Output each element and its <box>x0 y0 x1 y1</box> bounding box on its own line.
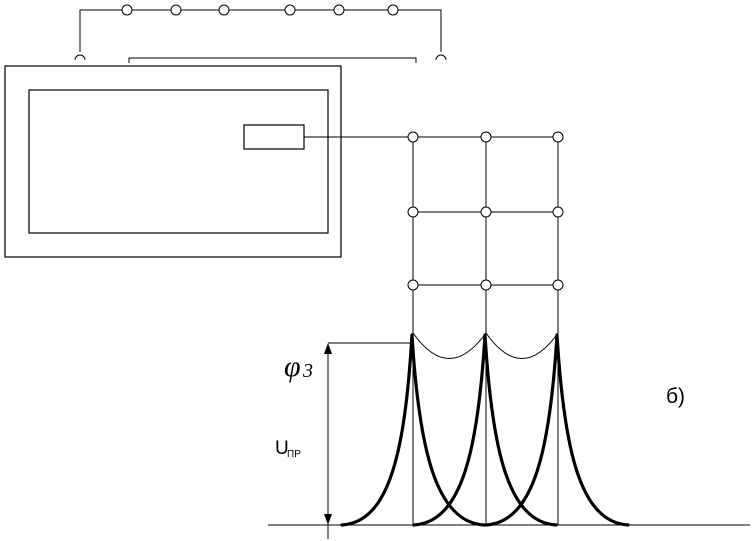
grid-node <box>552 131 564 143</box>
circuit-node-4 <box>284 4 296 16</box>
potential-curve-3 <box>484 333 630 527</box>
right-terminal <box>435 54 447 61</box>
grid-node <box>552 279 564 291</box>
circuit-node-3 <box>218 4 230 16</box>
grid-node <box>407 131 419 143</box>
potential-envelope <box>412 332 559 359</box>
panel-label: б) <box>666 385 685 408</box>
arrowhead-down <box>324 514 332 525</box>
circuit-node-6 <box>387 4 399 16</box>
grid-node <box>480 279 492 291</box>
electrode-grid <box>407 131 564 525</box>
inner-frame <box>28 89 329 234</box>
grid-node <box>407 206 419 218</box>
voltage-dimension <box>324 342 413 539</box>
outer-frame <box>4 65 342 258</box>
circuit-node-1 <box>121 4 133 16</box>
top-circuit <box>74 4 447 63</box>
connector-block <box>243 124 305 150</box>
grid-node <box>407 279 419 291</box>
voltage-subscript: ПР <box>287 449 301 460</box>
circuit-node-5 <box>333 4 345 16</box>
grid-node <box>480 206 492 218</box>
potential-curve-2 <box>412 333 558 527</box>
voltage-symbol: U <box>275 438 289 459</box>
potential-subscript: 3 <box>302 360 313 382</box>
potential-curve-1 <box>340 333 486 527</box>
arrowhead-up <box>324 343 332 354</box>
grid-node <box>480 131 492 143</box>
potential-curves <box>340 333 630 527</box>
left-terminal <box>74 54 86 61</box>
circuit-node-2 <box>170 4 182 16</box>
potential-symbol: φ <box>284 350 301 383</box>
grid-node <box>552 206 564 218</box>
instrument-box <box>4 65 412 258</box>
